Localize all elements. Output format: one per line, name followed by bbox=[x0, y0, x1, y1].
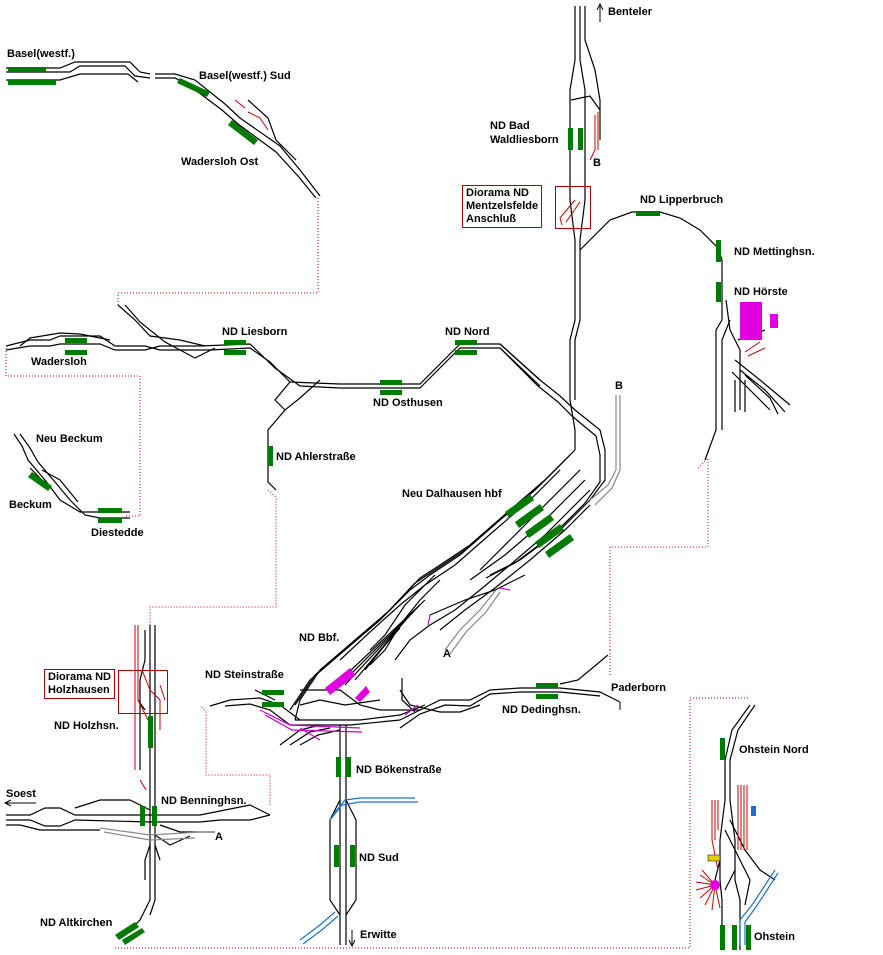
label-nd-altkirchen: ND Altkirchen bbox=[40, 917, 113, 929]
label-neu-beckum: Neu Beckum bbox=[36, 433, 103, 445]
label-nd-horste: ND Hörste bbox=[734, 286, 788, 298]
label-ohstein: Ohstein bbox=[754, 931, 795, 943]
red-tracks bbox=[134, 99, 766, 911]
magenta-blocks bbox=[325, 302, 778, 890]
label-nd-holzhsn: ND Holzhsn. bbox=[54, 720, 119, 732]
label-neu-dalhausen-hbf: Neu Dalhausen hbf bbox=[402, 488, 502, 500]
label-a-mid: A bbox=[443, 648, 451, 660]
label-nd-liesborn: ND Liesborn bbox=[222, 326, 288, 338]
diorama-holzhausen-box: Diorama ND Holzhausen bbox=[44, 669, 115, 699]
diorama-holzhausen-line-2: Holzhausen bbox=[48, 684, 110, 696]
small-markers bbox=[707, 806, 756, 862]
label-nd-nord: ND Nord bbox=[445, 326, 490, 338]
diorama-mentzelsfelde-line-1: Diorama ND bbox=[466, 187, 529, 199]
label-nd-bad: ND Bad bbox=[490, 120, 530, 132]
diorama-holzhausen-line-1: Diorama ND bbox=[48, 671, 111, 683]
label-wadersloh-ost: Wadersloh Ost bbox=[181, 156, 259, 168]
label-b-mid: B bbox=[615, 380, 623, 392]
label-paderborn: Paderborn bbox=[611, 682, 667, 694]
gray-tracks bbox=[99, 395, 621, 841]
label-waldliesborn: Waldliesborn bbox=[490, 134, 559, 146]
label-nd-dedinghsn: ND Dedinghsn. bbox=[502, 704, 581, 716]
label-basel-westf: Basel(westf.) bbox=[7, 48, 75, 60]
label-basel-westf-sud: Basel(westf.) Sud bbox=[199, 70, 291, 82]
blue-tracks bbox=[299, 797, 779, 945]
label-nd-ahlerstrasse: ND Ahlerstraße bbox=[276, 451, 356, 463]
label-diestedde: Diestedde bbox=[91, 527, 144, 539]
label-erwitte: Erwitte bbox=[360, 929, 397, 941]
diorama-mentzelsfelde-line-3: Anschluß bbox=[466, 213, 517, 225]
label-nd-bokenstrasse: ND Bökenstraße bbox=[356, 764, 442, 776]
label-ohstein-nord: Ohstein Nord bbox=[739, 744, 809, 756]
label-nd-benninghsn: ND Benninghsn. bbox=[161, 795, 247, 807]
label-nd-lipperbruch: ND Lipperbruch bbox=[640, 194, 724, 206]
label-nd-mettinghsn: ND Mettinghsn. bbox=[734, 246, 815, 258]
connector-lines bbox=[5, 198, 748, 949]
label-a-low: A bbox=[215, 831, 223, 843]
label-nd-osthusen: ND Osthusen bbox=[373, 397, 443, 409]
arrows bbox=[3, 2, 621, 948]
label-b-top: B bbox=[593, 157, 601, 169]
label-benteler: Benteler bbox=[608, 6, 653, 18]
label-nd-sud: ND Sud bbox=[359, 852, 399, 864]
diorama-mentzelsfelde-line-2: Mentzelsfelde bbox=[466, 200, 539, 212]
platforms bbox=[8, 67, 751, 950]
label-nd-bbf: ND Bbf. bbox=[299, 632, 340, 644]
label-soest: Soest bbox=[6, 788, 36, 800]
tracks bbox=[5, 6, 791, 950]
label-wadersloh: Wadersloh bbox=[31, 356, 87, 368]
magenta-tracks bbox=[259, 587, 511, 741]
diorama-mentzelsfelde-frame bbox=[555, 186, 591, 229]
diorama-holzhausen-frame bbox=[118, 670, 168, 714]
diorama-mentzelsfelde-box: Diorama ND Mentzelsfelde Anschluß bbox=[462, 185, 543, 228]
label-beckum: Beckum bbox=[9, 499, 52, 511]
label-nd-steinstrasse: ND Steinstraße bbox=[205, 669, 284, 681]
